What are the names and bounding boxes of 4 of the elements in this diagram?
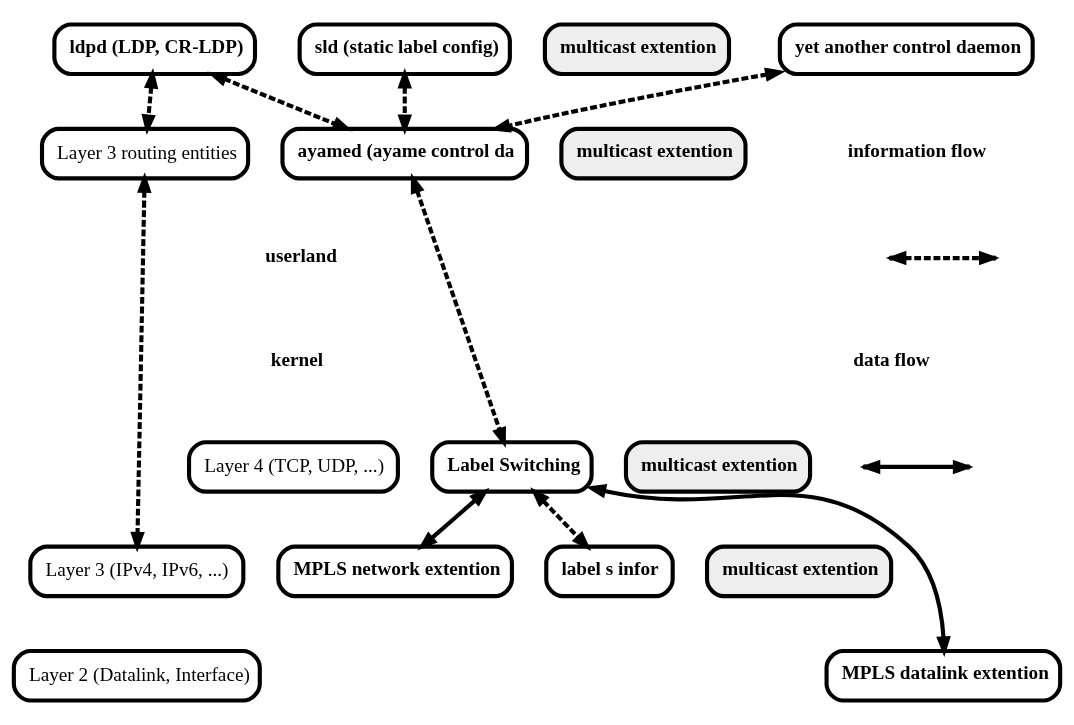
legend-label: information flow	[847, 140, 987, 162]
label: userland	[265, 244, 337, 266]
label: kernel	[270, 349, 324, 371]
legend-label: data flow	[853, 349, 930, 371]
